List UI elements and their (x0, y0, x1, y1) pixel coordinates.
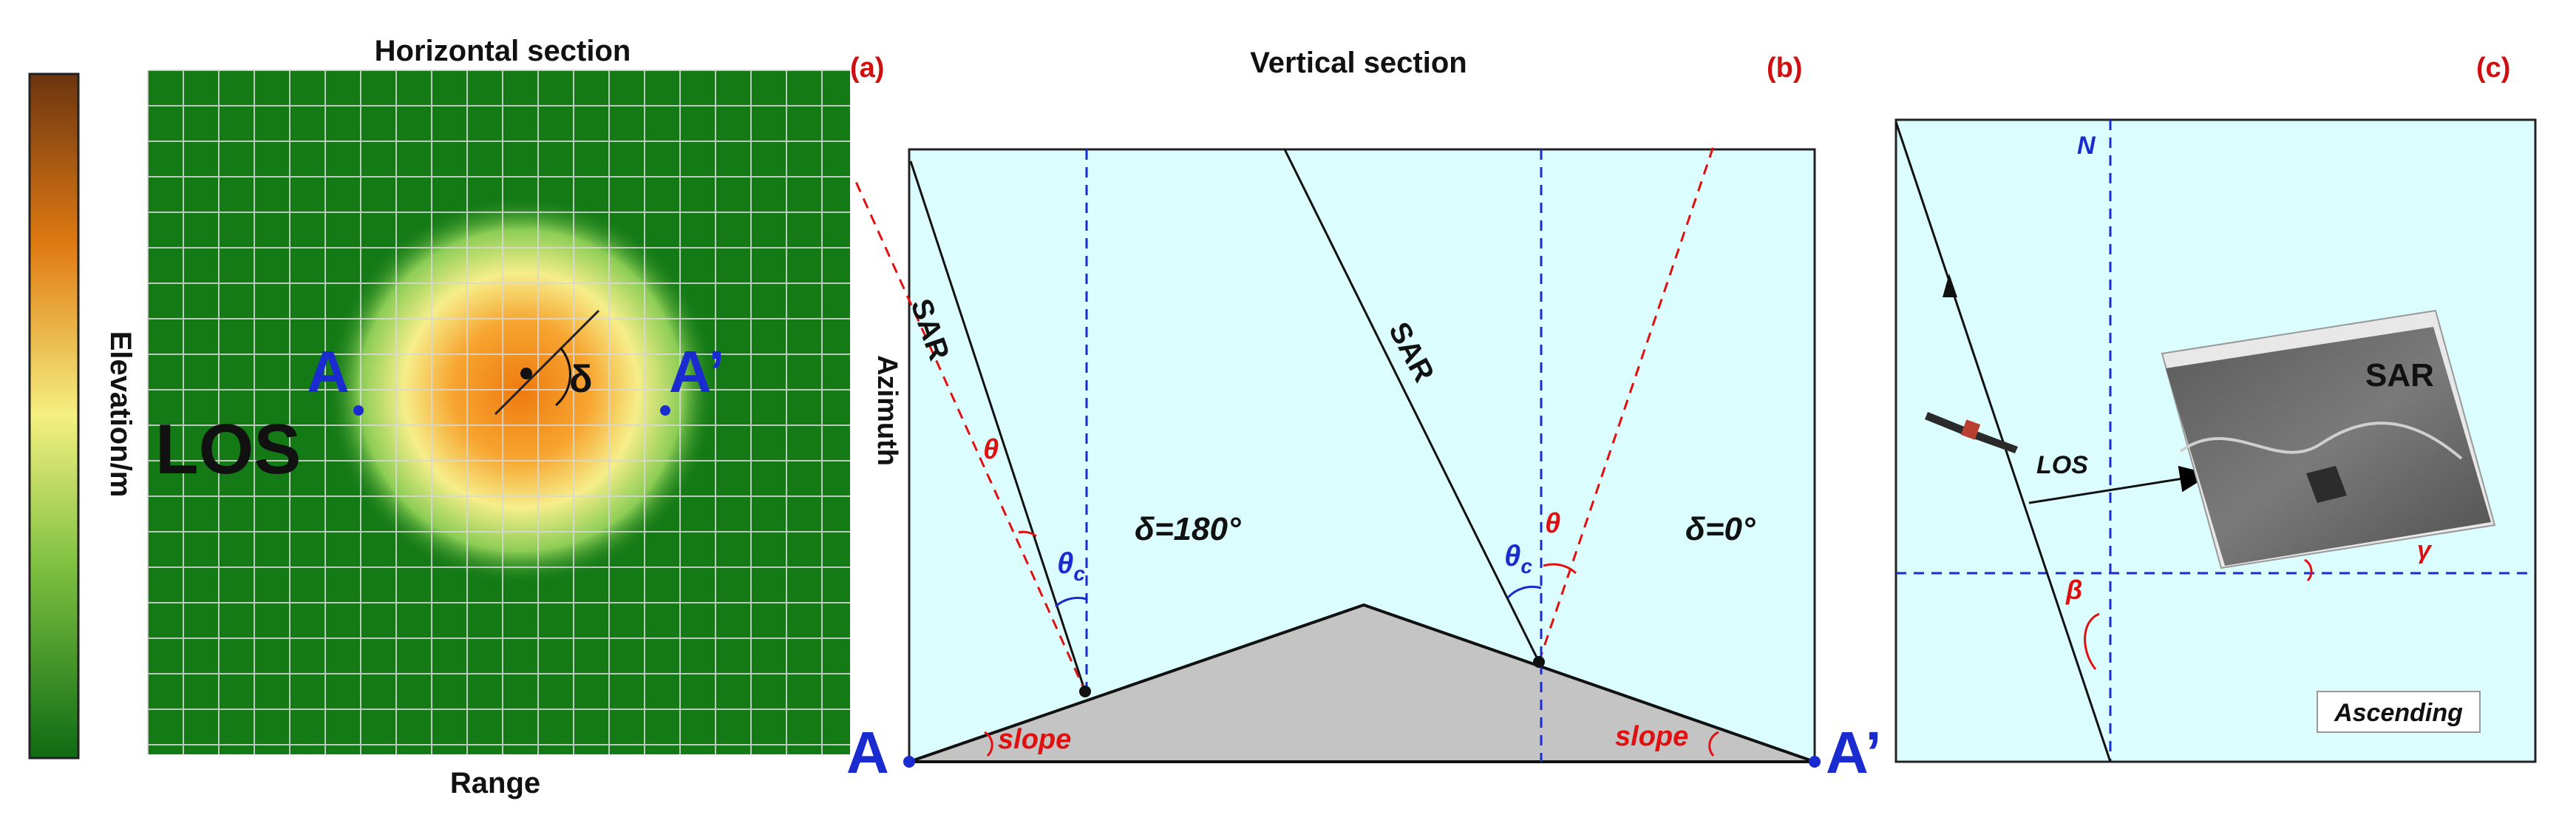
theta-left-symbol: θ (983, 434, 999, 465)
point-a-prime-b-label: A’ (1826, 720, 1882, 785)
sar-image-label: SAR (2365, 357, 2434, 393)
los-c-label: LOS (2036, 451, 2088, 479)
gamma-symbol: γ (2417, 536, 2433, 564)
los-direction-line (494, 309, 600, 416)
theta-c-right-symbol: θc (1504, 540, 1532, 578)
panel-a-title: Horizontal section (375, 35, 631, 67)
theta-right-reference (1537, 146, 1715, 663)
sar-left-beam (909, 160, 1087, 692)
los-label: LOS (155, 410, 301, 489)
colorbar: Elevation/m (28, 72, 137, 760)
sar-image-content (2166, 327, 2491, 566)
panel-b-title: Vertical section (1250, 47, 1467, 79)
panel-a: Horizontal section (a) Range LOS δ A A’ (147, 35, 884, 799)
slope-right-arc (1708, 731, 1719, 757)
colorbar-label: Elevation/m (104, 331, 137, 498)
panel-c-tag: (c) (2476, 53, 2510, 84)
point-a-prime-marker (660, 405, 670, 416)
theta-c-right-arc (1506, 585, 1542, 599)
theta-left-reference (854, 181, 1087, 692)
terrain-profile (908, 603, 1815, 763)
point-a-marker (353, 405, 364, 416)
theta-right-symbol: θ (1545, 508, 1560, 539)
beta-symbol: β (2065, 575, 2082, 605)
ascending-label: Ascending (2334, 699, 2463, 727)
point-a-prime-label: A’ (669, 339, 725, 405)
slope-right-label: slope (1615, 721, 1688, 752)
colorbar-gradient (28, 72, 80, 760)
panel-b-tag: (b) (1767, 53, 1803, 84)
theta-right-arc (1543, 563, 1577, 575)
los-arrow (2028, 465, 2211, 504)
panel-c: (c) N LOS SAR γ β Ascending (1894, 53, 2537, 763)
sar-right-beam (1283, 149, 1540, 663)
theta-c-left-symbol: θc (1057, 547, 1085, 585)
theta-c-right-sub: c (1520, 555, 1532, 578)
track-arrow-icon (1943, 274, 1957, 297)
slope-left-label: slope (998, 724, 1071, 755)
left-incidence-point (1079, 686, 1091, 697)
slope-left-arc (984, 731, 993, 757)
azimuth-label: Azimuth (871, 355, 903, 466)
right-incidence-point (1533, 656, 1545, 668)
river-feature (2179, 422, 2463, 460)
panel-b: Vertical section (b) Azimuth SAR θ θc δ=… (846, 47, 1882, 785)
panel-a-tag: (a) (850, 53, 884, 84)
panel-a-xlabel: Range (450, 767, 540, 799)
delta-180-label: δ=180° (1135, 511, 1241, 547)
urban-block (2306, 466, 2347, 503)
point-a-prime-b-marker (1809, 756, 1821, 768)
theta-c-right-main: θ (1504, 540, 1520, 572)
beta-arc (2084, 612, 2100, 670)
delta-symbol: δ (569, 358, 593, 401)
theta-left-arc (1018, 530, 1037, 538)
theta-c-left-main: θ (1057, 547, 1073, 580)
theta-c-left-arc (1054, 596, 1087, 608)
sar-image: SAR (2161, 309, 2496, 569)
point-a-label: A (307, 339, 350, 405)
north-label: N (2077, 132, 2096, 160)
center-point (520, 368, 532, 379)
delta-0-label: δ=0° (1685, 511, 1756, 547)
point-a-b-label: A (846, 720, 889, 785)
theta-c-left-sub: c (1073, 562, 1085, 585)
gamma-arc (2304, 558, 2313, 582)
satellite-icon (1925, 412, 2018, 453)
point-a-b-marker (903, 756, 915, 768)
ascending-box (2317, 691, 2481, 733)
delta-arc (555, 347, 571, 407)
